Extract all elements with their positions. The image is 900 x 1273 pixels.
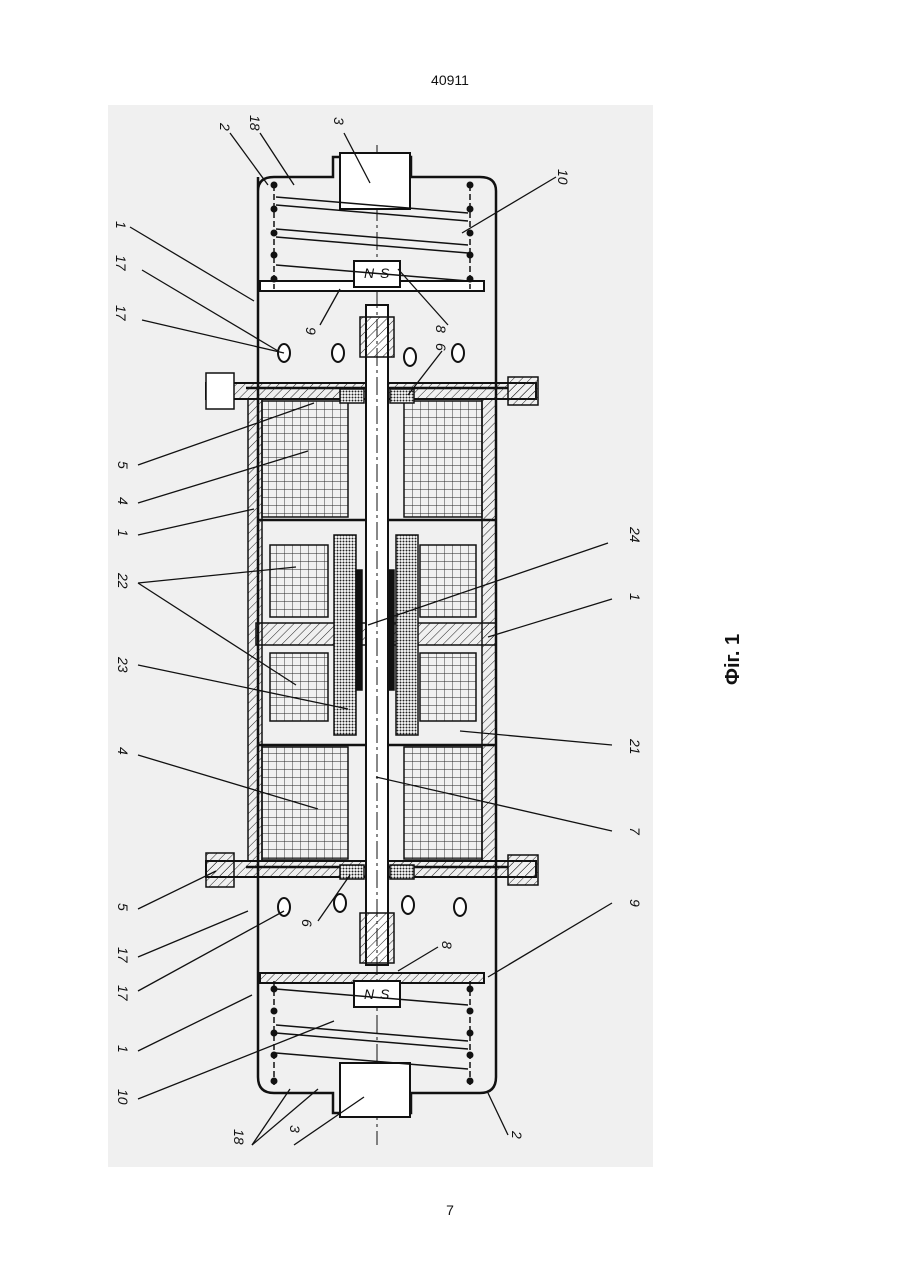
label-2: 2 xyxy=(509,1130,525,1139)
label-1: 1 xyxy=(115,1045,131,1053)
figure-caption: Фіг. 1 xyxy=(716,630,776,690)
label-2: 2 xyxy=(217,122,233,131)
label-17: 17 xyxy=(115,947,131,964)
north-pole-label: N xyxy=(364,986,375,1002)
label-17: 17 xyxy=(115,985,131,1002)
patent-number: 40911 xyxy=(0,72,900,88)
label-7: 7 xyxy=(627,827,643,836)
label-17: 17 xyxy=(113,305,129,322)
label-4: 4 xyxy=(115,497,131,505)
label-17: 17 xyxy=(113,255,129,272)
label-10: 10 xyxy=(115,1089,131,1105)
label-3: 3 xyxy=(287,1125,303,1133)
page-number: 7 xyxy=(0,1202,900,1218)
label-6: 6 xyxy=(299,919,315,927)
south-pole-label: S xyxy=(380,265,390,281)
label-9: 9 xyxy=(627,899,643,907)
north-pole-label: N xyxy=(364,265,375,281)
technical-drawing: N S N S xyxy=(108,105,653,1167)
label-18: 18 xyxy=(231,1129,247,1145)
label-10: 10 xyxy=(555,169,571,185)
label-21: 21 xyxy=(627,738,643,755)
label-4: 4 xyxy=(115,747,131,755)
label-1: 1 xyxy=(115,529,131,537)
label-5: 5 xyxy=(115,903,131,911)
label-24: 24 xyxy=(627,526,643,543)
label-1: 1 xyxy=(113,221,129,229)
label-8: 8 xyxy=(439,941,455,949)
cross-section-drawing: N S N S xyxy=(108,105,653,1167)
south-pole-label: S xyxy=(380,986,390,1002)
label-3: 3 xyxy=(331,117,347,125)
label-9: 9 xyxy=(303,327,319,335)
label-5: 5 xyxy=(115,461,131,469)
label-22: 22 xyxy=(115,572,131,589)
figure-caption-text: Фіг. 1 xyxy=(722,634,745,685)
label-18: 18 xyxy=(247,115,263,131)
label-6: 6 xyxy=(433,343,449,351)
label-1: 1 xyxy=(627,593,643,601)
label-23: 23 xyxy=(115,656,131,673)
label-8: 8 xyxy=(433,325,449,333)
